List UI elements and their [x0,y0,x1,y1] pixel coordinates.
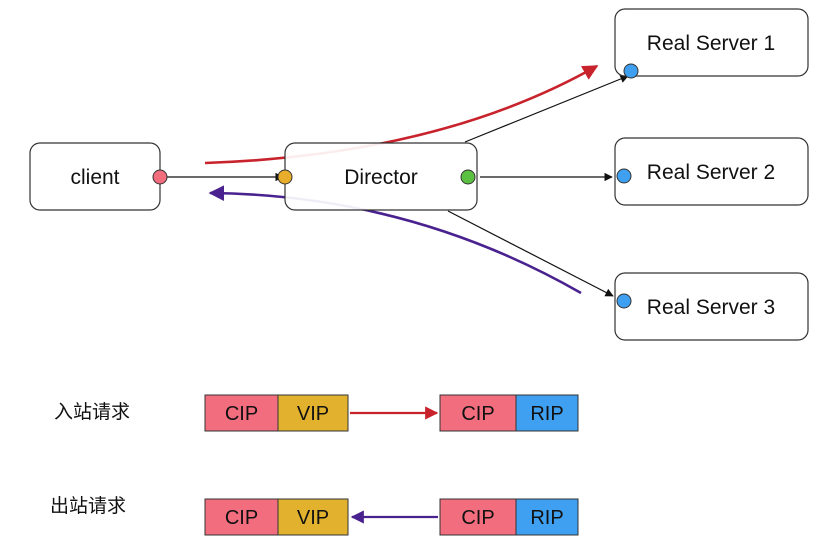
inbound-flow-arrow [204,64,599,165]
outbound-packet-after: CIP RIP [439,498,579,536]
real-server-1-port [623,63,639,79]
inbound-before-cip-segment [204,394,279,432]
director-in-port [277,169,293,185]
inbound-after-cip-text: CIP [461,403,494,425]
outbound-before-vip-segment [277,498,349,536]
outbound-packet-before: CIP VIP [204,498,349,536]
client-node: client [29,142,161,211]
real-server-1-node: Real Server 1 [614,8,809,77]
director-to-server3-line [447,210,614,297]
director-out-port [460,169,476,185]
director-label: Director [344,166,418,189]
outbound-after-cip-text: CIP [461,507,494,529]
inbound-before-vip-segment [277,394,349,432]
inbound-packet-before: CIP VIP [204,394,349,432]
real-server-2-port [616,168,632,184]
real-server-3-port [616,293,632,309]
client-label: client [70,166,119,189]
inbound-before-vip-text: VIP [297,403,329,425]
director-node: Director [284,142,478,211]
real-server-2-label: Real Server 2 [647,161,775,184]
outbound-after-rip-segment [515,498,579,536]
outbound-before-cip-text: CIP [225,507,258,529]
client-port [152,169,168,185]
real-server-3-label: Real Server 3 [647,296,775,319]
director-to-server1-line [464,74,629,143]
inbound-after-rip-text: RIP [530,403,563,425]
outbound-flow-arrow [208,185,582,295]
real-server-2-node: Real Server 2 [614,137,809,206]
outbound-after-rip-text: RIP [530,507,563,529]
inbound-request-label: 入站请求 [54,401,130,423]
inbound-after-cip-segment [439,394,517,432]
real-server-3-node: Real Server 3 [614,272,809,341]
inbound-packet-after: CIP RIP [439,394,579,432]
real-server-1-label: Real Server 1 [647,32,775,55]
outbound-before-vip-text: VIP [297,507,329,529]
inbound-before-cip-text: CIP [225,403,258,425]
outbound-request-label: 出站请求 [50,495,126,517]
inbound-after-rip-segment [515,394,579,432]
